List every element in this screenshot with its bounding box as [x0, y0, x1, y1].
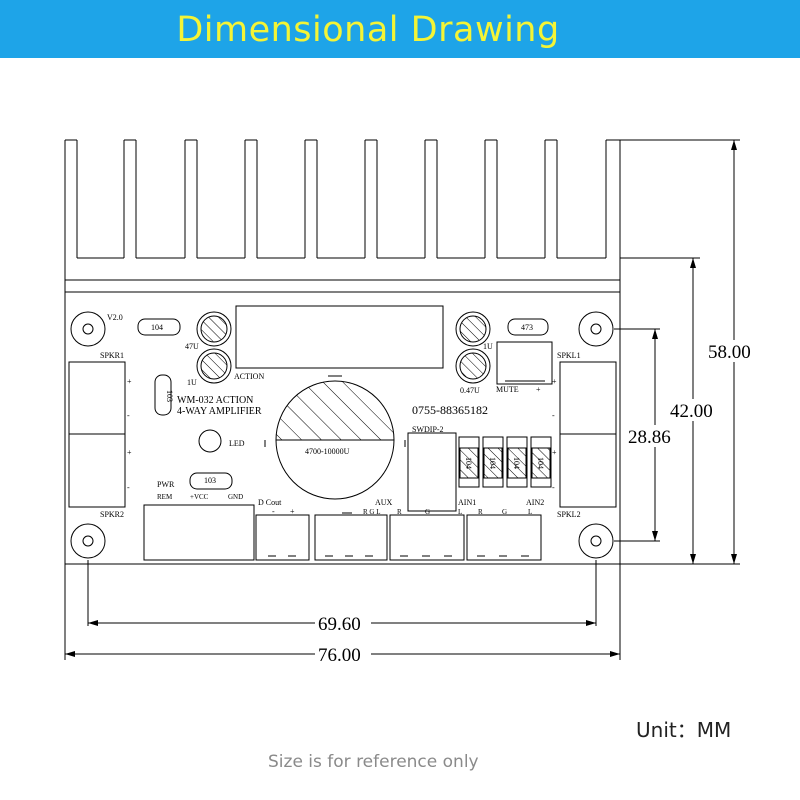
label-led: LED: [229, 439, 245, 448]
label-vcc: +VCC: [190, 493, 209, 501]
label-047u: 0.47U: [460, 386, 480, 395]
page-title: Dimensional Drawing: [176, 10, 560, 50]
unit-label: Unit：MM: [636, 718, 732, 742]
label-rem: REM: [157, 493, 173, 501]
label-gnd: GND: [228, 493, 243, 501]
label-104: 104: [151, 323, 163, 332]
label-spkr1: SPKR1: [100, 351, 124, 360]
label-ain2-l: L: [528, 508, 532, 516]
resistor-103: [189, 472, 233, 490]
resistor-473: [507, 318, 549, 336]
label-1u-right: 1U: [483, 342, 493, 351]
label-ain1: AIN1: [458, 498, 476, 507]
label-action: ACTION: [234, 372, 264, 381]
label-phone: 0755-88365182: [412, 403, 488, 417]
label-aux: AUX: [375, 498, 393, 507]
label-dcout-minus: -: [272, 507, 275, 516]
label-pwr: PWR: [157, 480, 175, 489]
swdip-block: [407, 432, 457, 512]
label-dcout: D Cout: [258, 498, 282, 507]
label-model: WM-032 ACTION: [177, 395, 253, 406]
reference-note: Size is for reference only: [268, 752, 479, 772]
label-cap: 4700-10000U: [305, 447, 350, 456]
silkscreen-text: V2.0 104 473 47U 1U ACTION 1U 0.47U MUTE…: [100, 313, 581, 519]
speaker-terminals-left: [559, 361, 617, 508]
chip-window: [235, 305, 444, 369]
label-mute-plus: +: [536, 385, 541, 394]
mute-switch-block: [496, 341, 553, 385]
label-spkr-plus-2: +: [127, 448, 132, 457]
heatsink: [64, 139, 621, 293]
dim-total-height: 58.00: [708, 342, 751, 363]
label-spkl-minus-1: -: [552, 411, 555, 420]
dim-hole-width: 69.60: [318, 614, 361, 635]
label-ain2-g: G: [502, 508, 507, 516]
label-spkr-plus-1: +: [127, 377, 132, 386]
aux-connector: [314, 514, 388, 561]
label-473: 473: [521, 323, 533, 332]
label-spkl2: SPKL2: [557, 510, 581, 519]
label-ain2: AIN2: [526, 498, 544, 507]
label-spkl-plus-1: +: [552, 377, 557, 386]
label-spkl-minus-2: -: [552, 483, 555, 492]
label-1u-left: 1U: [187, 378, 197, 387]
label-spkr2: SPKR2: [100, 510, 124, 519]
dim-total-width: 76.00: [318, 645, 361, 666]
mounting-holes: [70, 311, 614, 559]
dimension-arrows: [65, 140, 737, 657]
label-dip-3: 104: [512, 457, 521, 469]
label-dip-1: 104: [464, 457, 473, 469]
dim-hole-height: 28.86: [628, 427, 671, 448]
ain2-connector: [466, 514, 542, 561]
label-ain1-l: L: [458, 508, 462, 516]
label-spkr-minus-2: -: [127, 483, 130, 492]
resistor-104: [137, 318, 181, 336]
label-description: 4-WAY AMPLIFIER: [177, 406, 262, 417]
label-spkr-minus-1: -: [127, 411, 130, 420]
label-spkl1: SPKL1: [557, 351, 581, 360]
power-terminal: [143, 504, 255, 561]
label-dip-2: 104: [488, 457, 497, 469]
label-dip-4: 104: [536, 457, 545, 469]
pcb-outline: [64, 291, 621, 565]
label-103-vertical: 103: [165, 390, 174, 402]
led: [198, 429, 222, 453]
main-capacitor: [264, 375, 406, 500]
label-aux-rgl: R G L: [363, 508, 381, 516]
dc-out-connector: [255, 514, 310, 561]
label-mute: MUTE: [496, 385, 519, 394]
title-banner: Dimensional Drawing: [0, 0, 800, 58]
label-ain1-g: G: [425, 508, 430, 516]
dim-board-height: 42.00: [670, 401, 713, 422]
label-47u: 47U: [185, 342, 199, 351]
label-spkl-plus-2: +: [552, 448, 557, 457]
label-ain1-r: R: [397, 508, 402, 516]
label-dcout-plus: +: [290, 507, 295, 516]
label-version: V2.0: [107, 313, 123, 322]
ain1-connector: [389, 514, 465, 561]
electrolytic-caps: [196, 311, 491, 384]
label-swdip: SWDIP-2: [412, 425, 444, 434]
resistor-103-vertical: [154, 374, 172, 416]
label-ain2-r: R: [478, 508, 483, 516]
dip-switches: [458, 436, 552, 488]
label-103: 103: [204, 476, 216, 485]
speaker-terminals-right: [68, 361, 126, 508]
